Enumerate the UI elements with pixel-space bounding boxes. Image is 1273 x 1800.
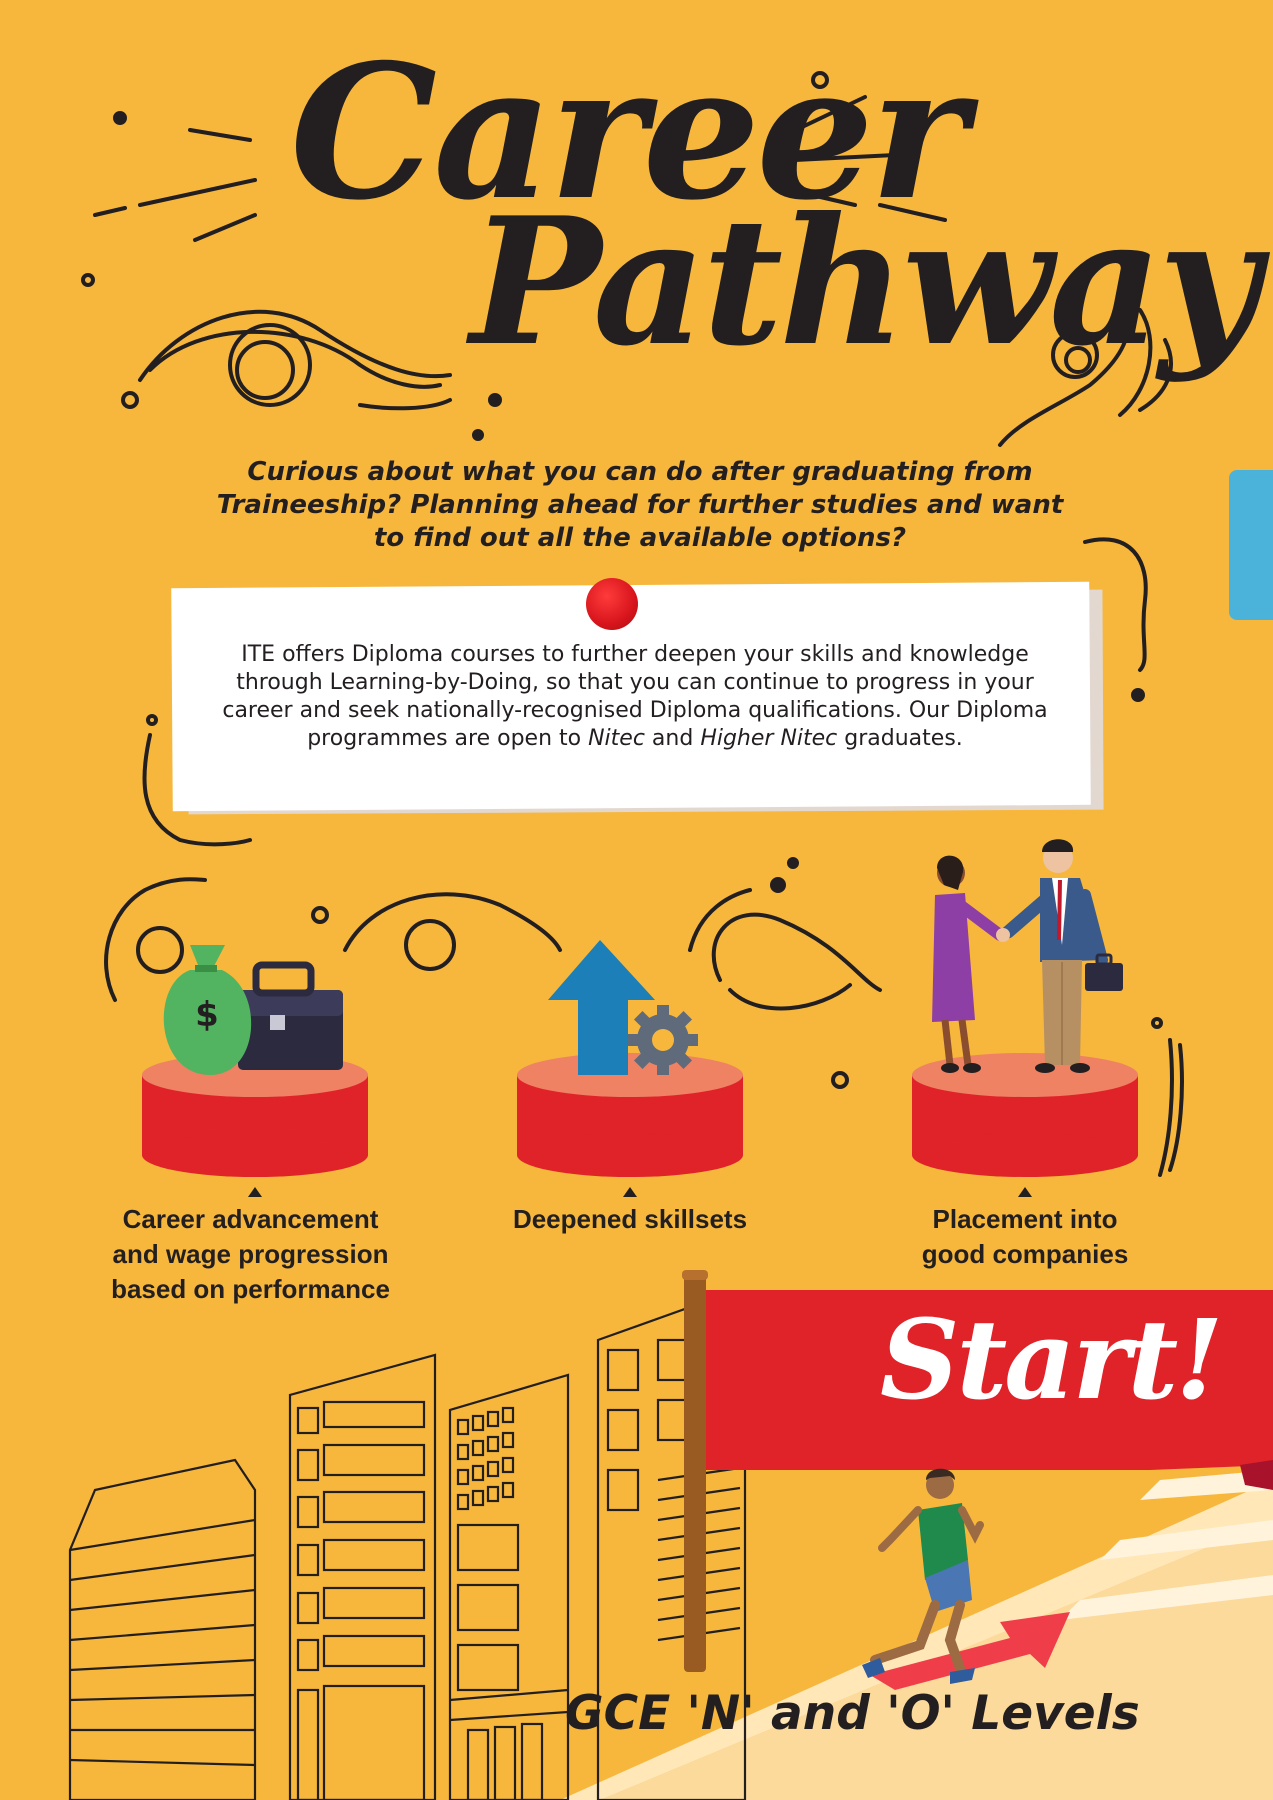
pillar-label-skills: Deepened skillsets bbox=[512, 1204, 748, 1234]
note-text-before: ITE offers Diploma courses to further de… bbox=[222, 642, 1048, 751]
handshake-figures bbox=[932, 839, 1123, 1073]
intro-text: Curious about what you can do after grad… bbox=[216, 457, 1064, 553]
note-term-nitec: Nitec bbox=[588, 726, 645, 751]
arrow-up-icon bbox=[548, 940, 655, 1075]
title-line-2: Pathway bbox=[470, 180, 1260, 385]
pillar-label-career: Career advancement and wage progression … bbox=[111, 1204, 390, 1304]
crosswalk bbox=[1060, 1470, 1273, 1620]
dollar-sign-icon: $ bbox=[195, 995, 219, 1035]
road-edge bbox=[560, 1480, 1273, 1800]
push-pin-icon bbox=[586, 578, 638, 630]
note-text-and: and bbox=[644, 726, 701, 751]
note-term-higher-nitec: Higher Nitec bbox=[700, 726, 838, 751]
briefcase-icon bbox=[238, 961, 343, 1070]
note-text-after: graduates. bbox=[837, 726, 963, 751]
footer-levels-text: GCE 'N' and 'O' Levels bbox=[565, 1686, 1140, 1741]
banner-start-text: Start! bbox=[880, 1295, 1224, 1424]
title-line-1: Career bbox=[290, 23, 967, 241]
flag-pole bbox=[684, 1270, 706, 1672]
runner-figure bbox=[862, 1468, 984, 1684]
road bbox=[600, 1520, 1273, 1800]
side-tab[interactable] bbox=[1229, 470, 1273, 620]
note-text: ITE offers Diploma courses to further de… bbox=[205, 641, 1065, 753]
gear-icon bbox=[628, 1005, 698, 1075]
pillar-label-placement: Placement into good companies bbox=[921, 1204, 1129, 1269]
direction-arrow bbox=[870, 1612, 1070, 1690]
podiums bbox=[142, 1053, 1138, 1197]
